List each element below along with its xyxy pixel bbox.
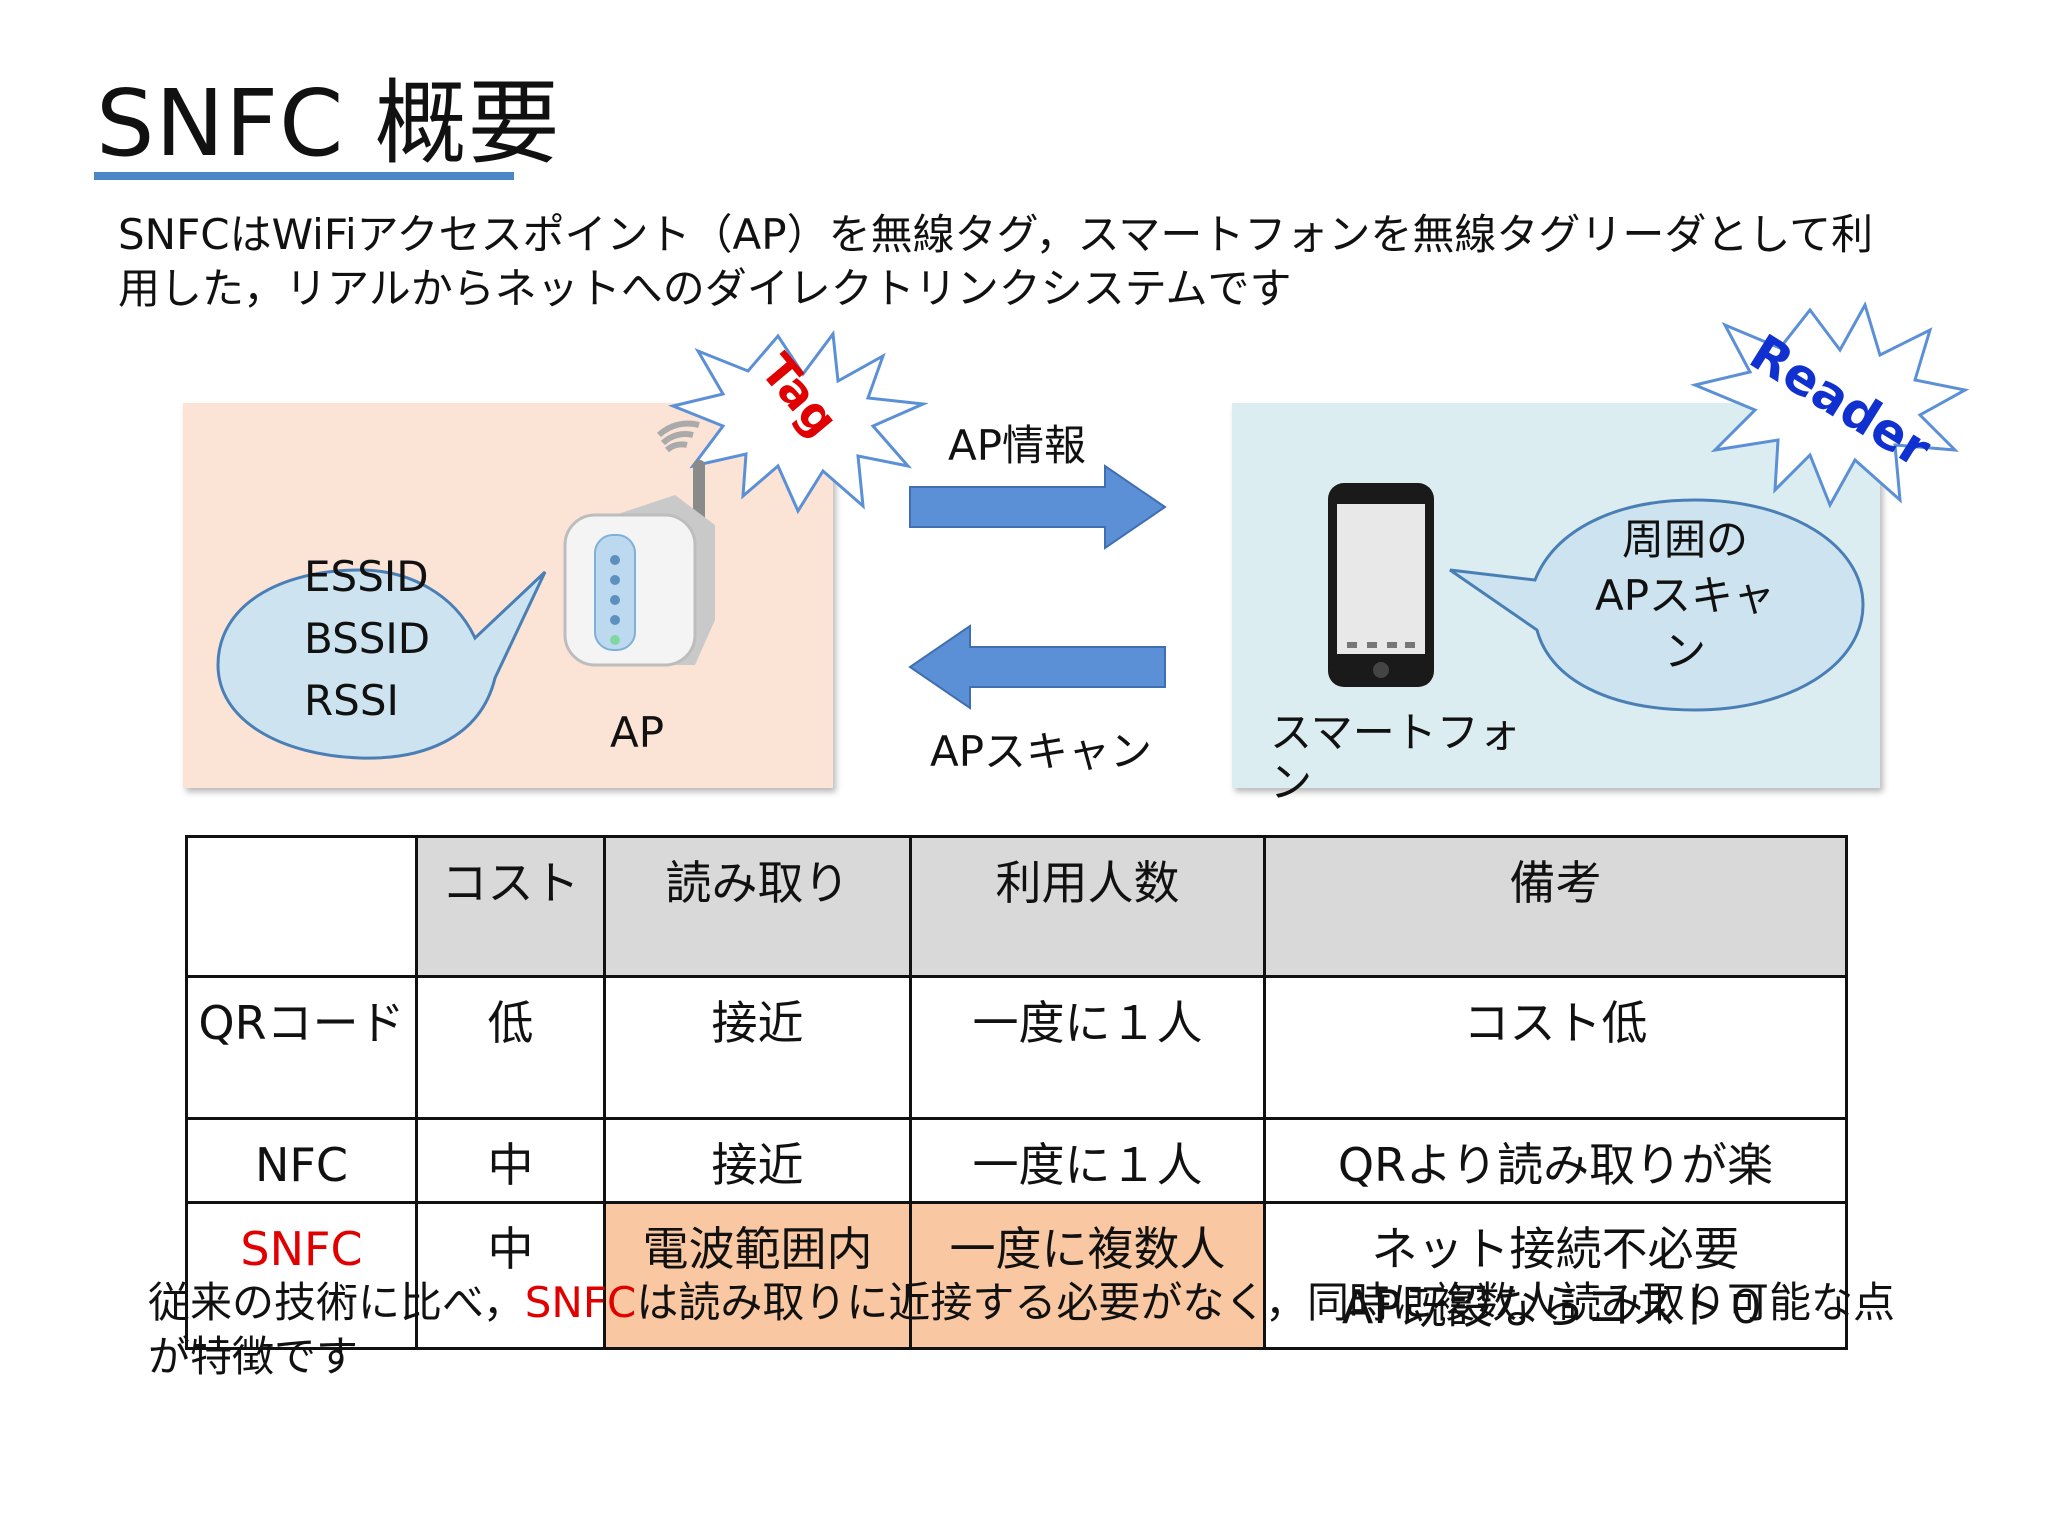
arrow-right-label: AP情報: [948, 421, 1087, 470]
footer-before: 従来の技術に比べ，: [148, 1278, 525, 1327]
table-row: QRコード 低 接近 一度に１人 コスト低: [185, 975, 1848, 1120]
smartphone-label-line1: スマートフォ: [1270, 708, 1521, 757]
table-row: SNFC 中 電波範囲内 一度に複数人 ネット接続不必要 AP既設ならコスト０: [185, 1201, 1848, 1350]
table-header-cell: コスト: [415, 835, 606, 978]
table-header-cell: [185, 835, 418, 978]
table-cell: QRより読み取りが楽: [1263, 1117, 1848, 1204]
phone-speech-bubble: [1449, 498, 1865, 712]
arrow-left-icon: [908, 624, 1166, 710]
table-row: NFC 中 接近 一度に１人 QRより読み取りが楽: [185, 1117, 1848, 1204]
ap-bubble-text: ESSID BSSID RSSI: [304, 546, 430, 732]
phone-bubble-line3: ン: [1663, 627, 1706, 676]
essid-text: ESSID: [304, 552, 429, 601]
arrow-right-icon: [909, 464, 1167, 550]
table-row-label: QRコード: [185, 975, 418, 1120]
footer-highlight: SNFC: [524, 1278, 637, 1327]
phone-bubble-line1: 周囲の: [1621, 515, 1748, 564]
table-cell: コスト低: [1263, 975, 1848, 1120]
table-cell-highlight: 一度に複数人: [909, 1201, 1266, 1350]
table-cell: 中: [415, 1117, 606, 1204]
smartphone-label-line2: ン: [1270, 758, 1313, 807]
table-cell: ネット接続不必要 AP既設ならコスト０: [1263, 1201, 1848, 1350]
bssid-text: BSSID: [304, 614, 431, 663]
table-header-cell: 備考: [1263, 835, 1848, 978]
table-row-label: NFC: [185, 1117, 418, 1204]
tag-starburst-icon: [668, 330, 928, 515]
table-header-row: コスト 読み取り 利用人数 備考: [185, 835, 1848, 978]
footer-note: 従来の技術に比べ，SNFCは読み取りに近接する必要がなく，同時に複数人読み取り可…: [148, 1276, 1908, 1384]
arrow-left-label: APスキャン: [930, 727, 1153, 776]
table-cell-highlight: 電波範囲内: [603, 1201, 912, 1350]
table-cell: 低: [415, 975, 606, 1120]
table-header-cell: 利用人数: [909, 835, 1266, 978]
footer-after: は読み取りに近接する必要がなく，同時に複数人読み取り可能な点が特徴です: [148, 1278, 1896, 1381]
rssi-text: RSSI: [304, 676, 399, 725]
slide-title: SNFC 概要: [96, 70, 561, 177]
ap-label: AP: [610, 708, 665, 757]
phone-bubble-text: 周囲の APスキャ ン: [1575, 512, 1795, 680]
wifi-router-icon: [563, 420, 715, 667]
phone-bubble-line2: APスキャ: [1594, 571, 1776, 620]
ap-speech-bubble: [216, 568, 547, 760]
intro-text: SNFCはWiFiアクセスポイント（AP）を無線タグ，スマートフォンを無線タグリ…: [118, 210, 1874, 313]
table-cell: 一度に１人: [909, 975, 1266, 1120]
table-cell: 一度に１人: [909, 1117, 1266, 1204]
smartphone-label: スマートフォ ン: [1270, 708, 1521, 808]
table-cell: 接近: [603, 975, 912, 1120]
reader-starburst-icon: [1690, 301, 1970, 509]
smartphone-icon: [1328, 483, 1434, 687]
title-underline: [94, 172, 514, 180]
table-cell: 接近: [603, 1117, 912, 1204]
comparison-table: コスト 読み取り 利用人数 備考 QRコード 低 接近 一度に１人 コスト低 N…: [185, 835, 1848, 1350]
table-row-label: SNFC: [185, 1201, 418, 1350]
table-header-cell: 読み取り: [603, 835, 912, 978]
table-cell: 中: [415, 1201, 606, 1350]
